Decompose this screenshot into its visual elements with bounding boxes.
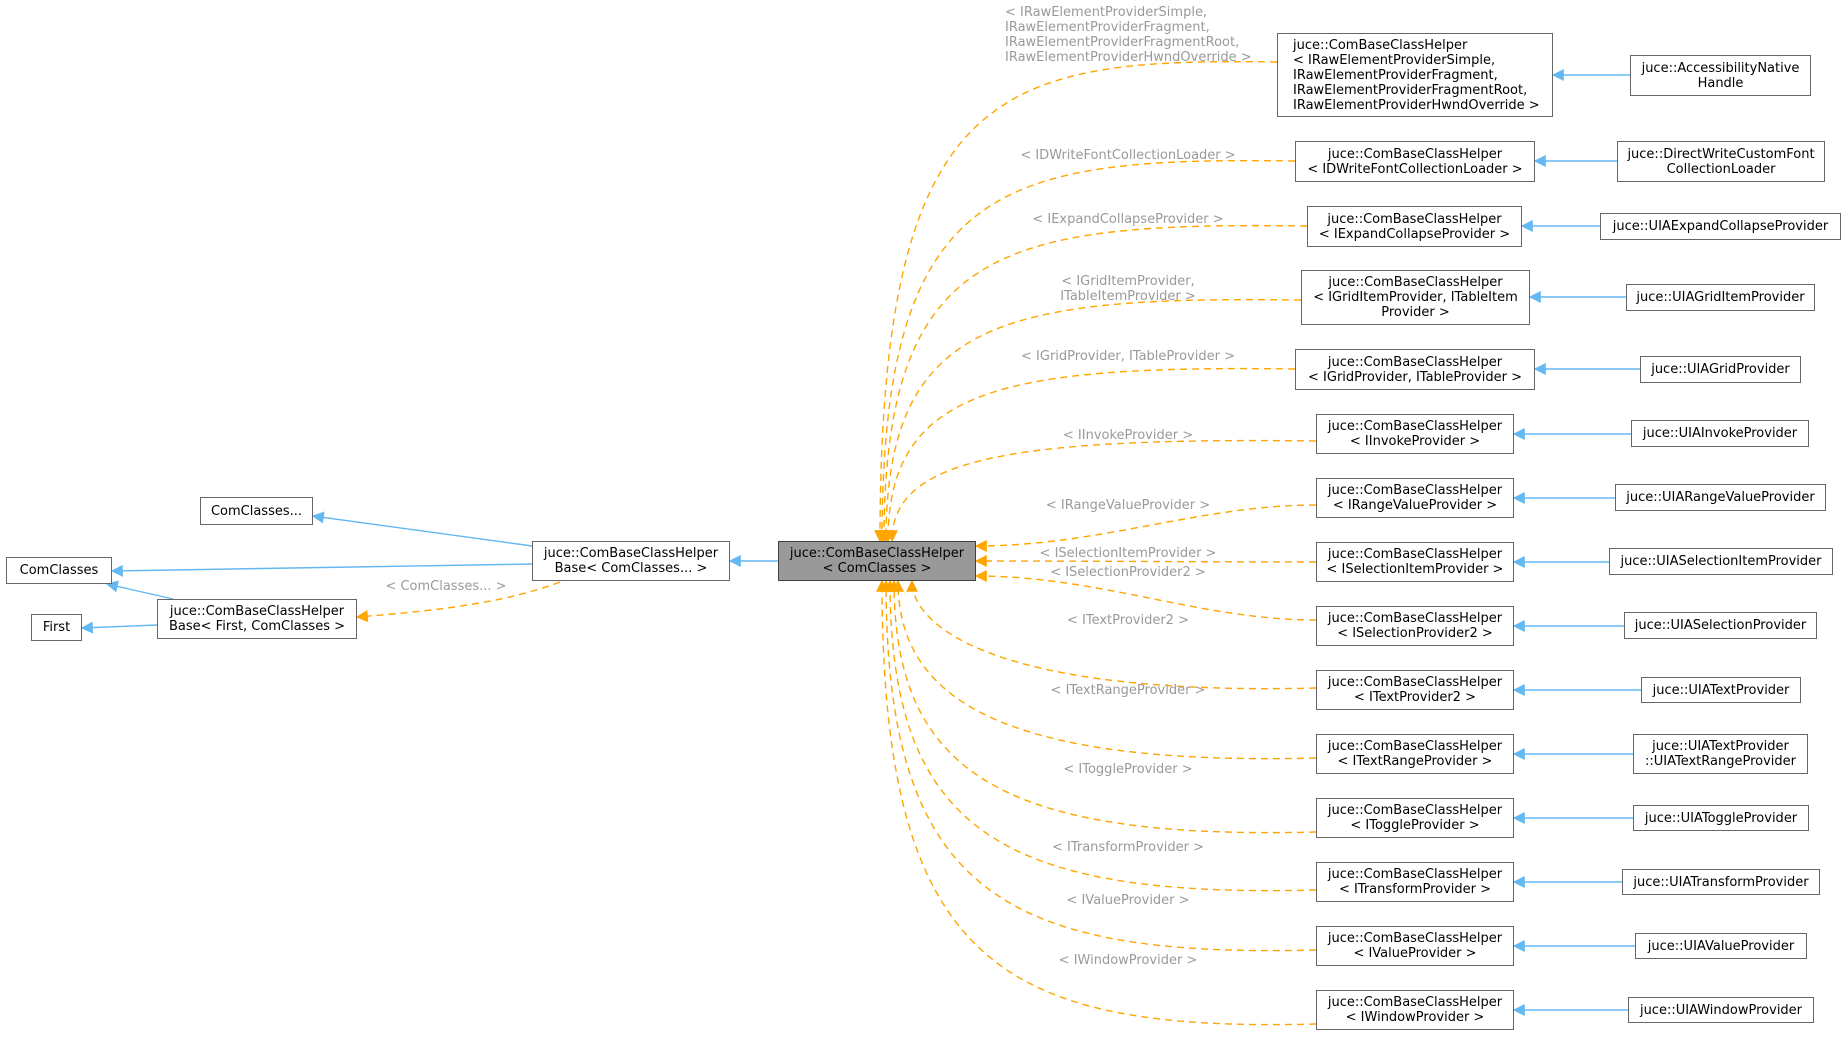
edge-label-dwrite: < IDWriteFontCollectionLoader > (1020, 148, 1236, 163)
node-helper-value[interactable]: juce::ComBaseClassHelper < IValueProvide… (1316, 926, 1514, 966)
edge-label-textrange: < ITextRangeProvider > (1050, 683, 1206, 698)
node-comclasses-pack[interactable]: ComClasses... (200, 497, 313, 525)
edge-template-window (876, 579, 1317, 1026)
edge-label-raw: < IRawElementProviderSimple, IRawElement… (1005, 5, 1252, 65)
edge-template-range (974, 504, 1317, 552)
node-helper-invoke[interactable]: juce::ComBaseClassHelper < IInvokeProvid… (1316, 414, 1514, 454)
edge-template-value (880, 579, 1317, 952)
node-uia-textrange[interactable]: juce::UIATextProvider ::UIATextRangeProv… (1633, 734, 1808, 774)
node-uia-selectionitem[interactable]: juce::UIASelectionItemProvider (1609, 548, 1833, 575)
edge-helper-base-first-to-comclasses (105, 580, 174, 600)
edge-template-sel2 (974, 570, 1317, 621)
node-helper-text2[interactable]: juce::ComBaseClassHelper < ITextProvider… (1316, 670, 1514, 710)
node-first[interactable]: First (31, 614, 82, 641)
edge-template-selitem (974, 555, 1317, 568)
edge-label-expand: < IExpandCollapseProvider > (1032, 212, 1224, 227)
node-uia-transform[interactable]: juce::UIATransformProvider (1622, 869, 1820, 895)
node-helper-griditem[interactable]: juce::ComBaseClassHelper < IGridItemProv… (1301, 270, 1530, 325)
edge-label-sel2: < ISelectionProvider2 > (1050, 565, 1206, 580)
node-uia-selection[interactable]: juce::UIASelectionProvider (1624, 612, 1817, 639)
edge-template-toggle (888, 579, 1317, 834)
edge-helper-base-pack-to-comclasses (110, 563, 533, 577)
node-helper-main[interactable]: juce::ComBaseClassHelper < ComClasses > (778, 541, 976, 581)
node-uia-toggle[interactable]: juce::UIAToggleProvider (1633, 805, 1809, 831)
node-accessibility-native-handle[interactable]: juce::AccessibilityNative Handle (1630, 55, 1811, 96)
node-helper-sel2[interactable]: juce::ComBaseClassHelper < ISelectionPro… (1316, 606, 1514, 646)
node-helper-dwrite[interactable]: juce::ComBaseClassHelper < IDWriteFontCo… (1295, 141, 1535, 182)
edge-label-text2: < ITextProvider2 > (1067, 613, 1189, 628)
node-helper-base-first[interactable]: juce::ComBaseClassHelper Base< First, Co… (157, 599, 357, 639)
edge-template-text2 (906, 579, 1317, 690)
edge-label-window: < IWindowProvider > (1058, 953, 1198, 968)
edge-label-toggle: < IToggleProvider > (1063, 762, 1193, 777)
node-helper-expand[interactable]: juce::ComBaseClassHelper < IExpandCollap… (1307, 206, 1522, 247)
edge-label-selitem: < ISelectionItemProvider > (1039, 546, 1217, 561)
edge-label-invoke: < IInvokeProvider > (1062, 428, 1194, 443)
node-helper-grid[interactable]: juce::ComBaseClassHelper < IGridProvider… (1295, 349, 1535, 390)
edge-template-griditem (880, 298, 1302, 543)
edge-label-transform: < ITransformProvider > (1051, 840, 1205, 855)
edge-template-expand (878, 224, 1308, 543)
edge-label-range: < IRangeValueProvider > (1045, 498, 1211, 513)
edge-label-griditem: < IGridItemProvider, ITableItemProvider … (1060, 274, 1196, 304)
node-helper-textrange[interactable]: juce::ComBaseClassHelper < ITextRangePro… (1316, 734, 1514, 774)
node-helper-base-pack[interactable]: juce::ComBaseClassHelper Base< ComClasse… (532, 541, 730, 581)
node-comclasses[interactable]: ComClasses (6, 557, 112, 584)
node-uia-expandcollapse[interactable]: juce::UIAExpandCollapseProvider (1600, 213, 1841, 240)
node-directwrite-loader[interactable]: juce::DirectWriteCustomFont CollectionLo… (1617, 141, 1825, 182)
node-helper-toggle[interactable]: juce::ComBaseClassHelper < IToggleProvid… (1316, 798, 1514, 838)
node-helper-transform[interactable]: juce::ComBaseClassHelper < ITransformPro… (1316, 862, 1514, 902)
edge-template-dwrite (876, 159, 1296, 543)
edge-template-helper-base-first (355, 581, 561, 623)
node-uia-griditem[interactable]: juce::UIAGridItemProvider (1626, 284, 1815, 311)
edge-template-textrange (892, 579, 1317, 760)
edge-template-transform (884, 579, 1317, 892)
node-uia-grid[interactable]: juce::UIAGridProvider (1640, 356, 1801, 383)
edge-label-value: < IValueProvider > (1066, 893, 1190, 908)
edge-template-raw (874, 60, 1278, 543)
node-helper-range[interactable]: juce::ComBaseClassHelper < IRangeValuePr… (1316, 478, 1514, 518)
node-helper-selitem[interactable]: juce::ComBaseClassHelper < ISelectionIte… (1316, 542, 1514, 582)
edge-template-grid (882, 367, 1296, 543)
node-uia-invoke[interactable]: juce::UIAInvokeProvider (1631, 420, 1809, 447)
edge-label-comclasses-pack: < ComClasses... > (385, 579, 507, 594)
node-uia-rangevalue[interactable]: juce::UIARangeValueProvider (1615, 484, 1826, 511)
edge-label-grid: < IGridProvider, ITableProvider > (1021, 349, 1235, 364)
edge-helper-base-pack-to-comclasses-pack (311, 511, 533, 547)
node-helper-window[interactable]: juce::ComBaseClassHelper < IWindowProvid… (1316, 990, 1514, 1030)
node-helper-raw[interactable]: juce::ComBaseClassHelper < IRawElementPr… (1277, 33, 1553, 117)
edge-helper-base-first-to-first (80, 621, 158, 634)
node-uia-value[interactable]: juce::UIAValueProvider (1635, 933, 1807, 959)
node-uia-text[interactable]: juce::UIATextProvider (1641, 677, 1801, 703)
edge-template-invoke (886, 439, 1317, 543)
node-uia-window[interactable]: juce::UIAWindowProvider (1628, 997, 1814, 1023)
